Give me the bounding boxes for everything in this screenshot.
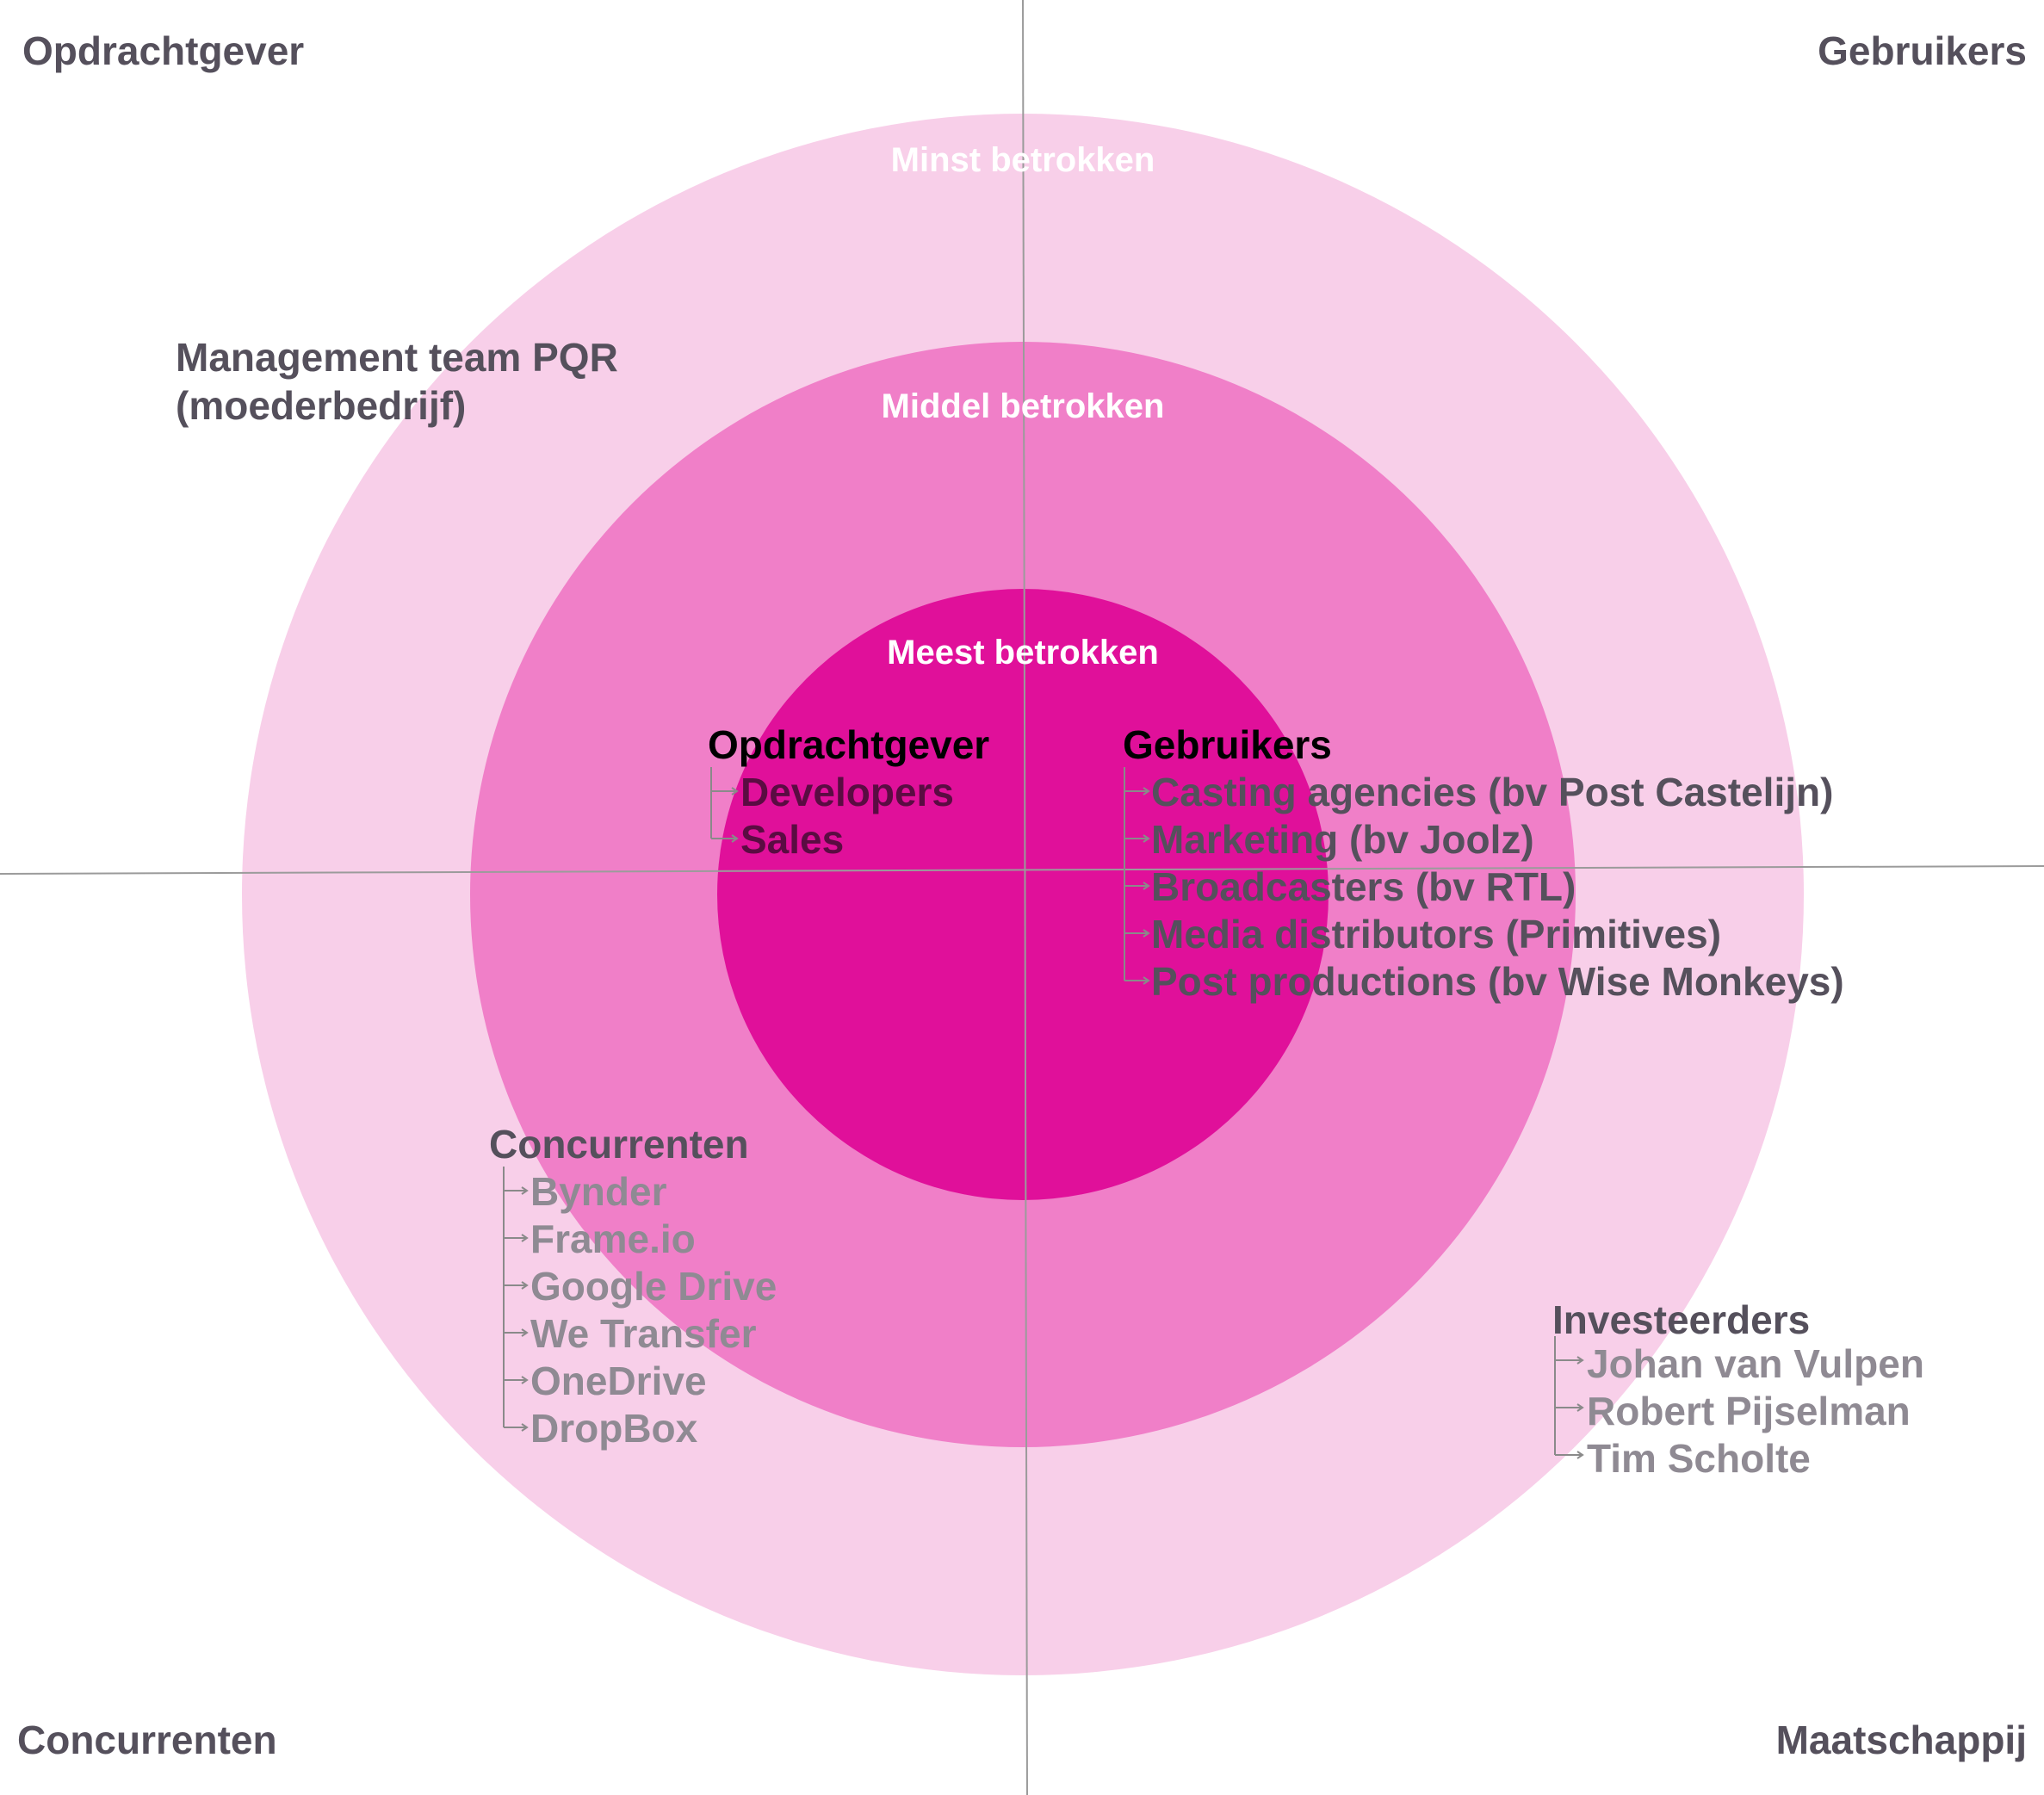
group-title-opdrachtgever: Opdrachtgever bbox=[708, 722, 990, 767]
tree-arrow bbox=[711, 834, 739, 843]
list-item: Frame.io bbox=[530, 1216, 696, 1261]
tree-arrow bbox=[504, 1376, 529, 1384]
list-item: Google Drive bbox=[530, 1264, 777, 1309]
inner-ring bbox=[717, 589, 1329, 1200]
list-item: Tim Scholte bbox=[1587, 1436, 1811, 1481]
management-line-2: (moederbedrijf) bbox=[176, 383, 467, 428]
group-title-investeerders: Investeerders bbox=[1552, 1297, 1811, 1342]
tree-arrow bbox=[1124, 882, 1150, 890]
ring-label-outer: Minst betrokken bbox=[890, 141, 1155, 179]
tree-arrow bbox=[1124, 834, 1150, 843]
tree-arrow bbox=[504, 1234, 529, 1242]
list-item: DropBox bbox=[530, 1406, 698, 1451]
list-item: Bynder bbox=[530, 1169, 667, 1214]
tree-arrow bbox=[1124, 787, 1150, 795]
tree-arrow bbox=[504, 1281, 529, 1290]
corner-label-opdrachtgever: Opdrachtgever bbox=[22, 28, 305, 73]
tree-arrow bbox=[1124, 929, 1150, 938]
vertical-axis bbox=[1022, 0, 1028, 1795]
ring-label-inner: Meest betrokken bbox=[887, 634, 1159, 672]
corner-label-gebruikers: Gebruikers bbox=[1818, 28, 2027, 73]
tree-arrow bbox=[1555, 1451, 1584, 1459]
connectors bbox=[503, 767, 1584, 1459]
management-line-1: Management team PQR bbox=[176, 335, 618, 380]
list-item: Media distributors (Primitives) bbox=[1151, 912, 1722, 956]
tree-arrow bbox=[504, 1328, 529, 1337]
tree-arrow bbox=[711, 787, 739, 795]
group-title-gebruikers: Gebruikers bbox=[1123, 722, 1332, 767]
tree-arrow bbox=[1124, 976, 1150, 985]
corner-label-maatschappij: Maatschappij bbox=[1775, 1718, 2027, 1762]
list-item: OneDrive bbox=[530, 1359, 707, 1403]
list-item: Casting agencies (bv Post Castelijn) bbox=[1151, 770, 1834, 814]
list-item: Post productions (bv Wise Monkeys) bbox=[1151, 959, 1844, 1004]
tree-arrow bbox=[504, 1423, 529, 1432]
list-item: Robert Pijselman bbox=[1587, 1389, 1911, 1433]
corner-label-concurrenten: Concurrenten bbox=[17, 1718, 277, 1762]
list-item: Marketing (bv Joolz) bbox=[1151, 817, 1534, 862]
list-item: Broadcasters (bv RTL) bbox=[1151, 864, 1576, 909]
ring-label-middle: Middel betrokken bbox=[881, 387, 1165, 425]
list-item: We Transfer bbox=[530, 1311, 757, 1356]
group-title-concurrenten: Concurrenten bbox=[489, 1122, 749, 1167]
list-item: Developers bbox=[740, 770, 955, 814]
horizontal-axis bbox=[0, 865, 2044, 875]
tree-arrow bbox=[1555, 1356, 1584, 1365]
list-item: Sales bbox=[740, 817, 845, 862]
tree-arrow bbox=[504, 1186, 529, 1195]
tree-arrow bbox=[1555, 1403, 1584, 1412]
list-item: Johan van Vulpen bbox=[1587, 1341, 1924, 1386]
